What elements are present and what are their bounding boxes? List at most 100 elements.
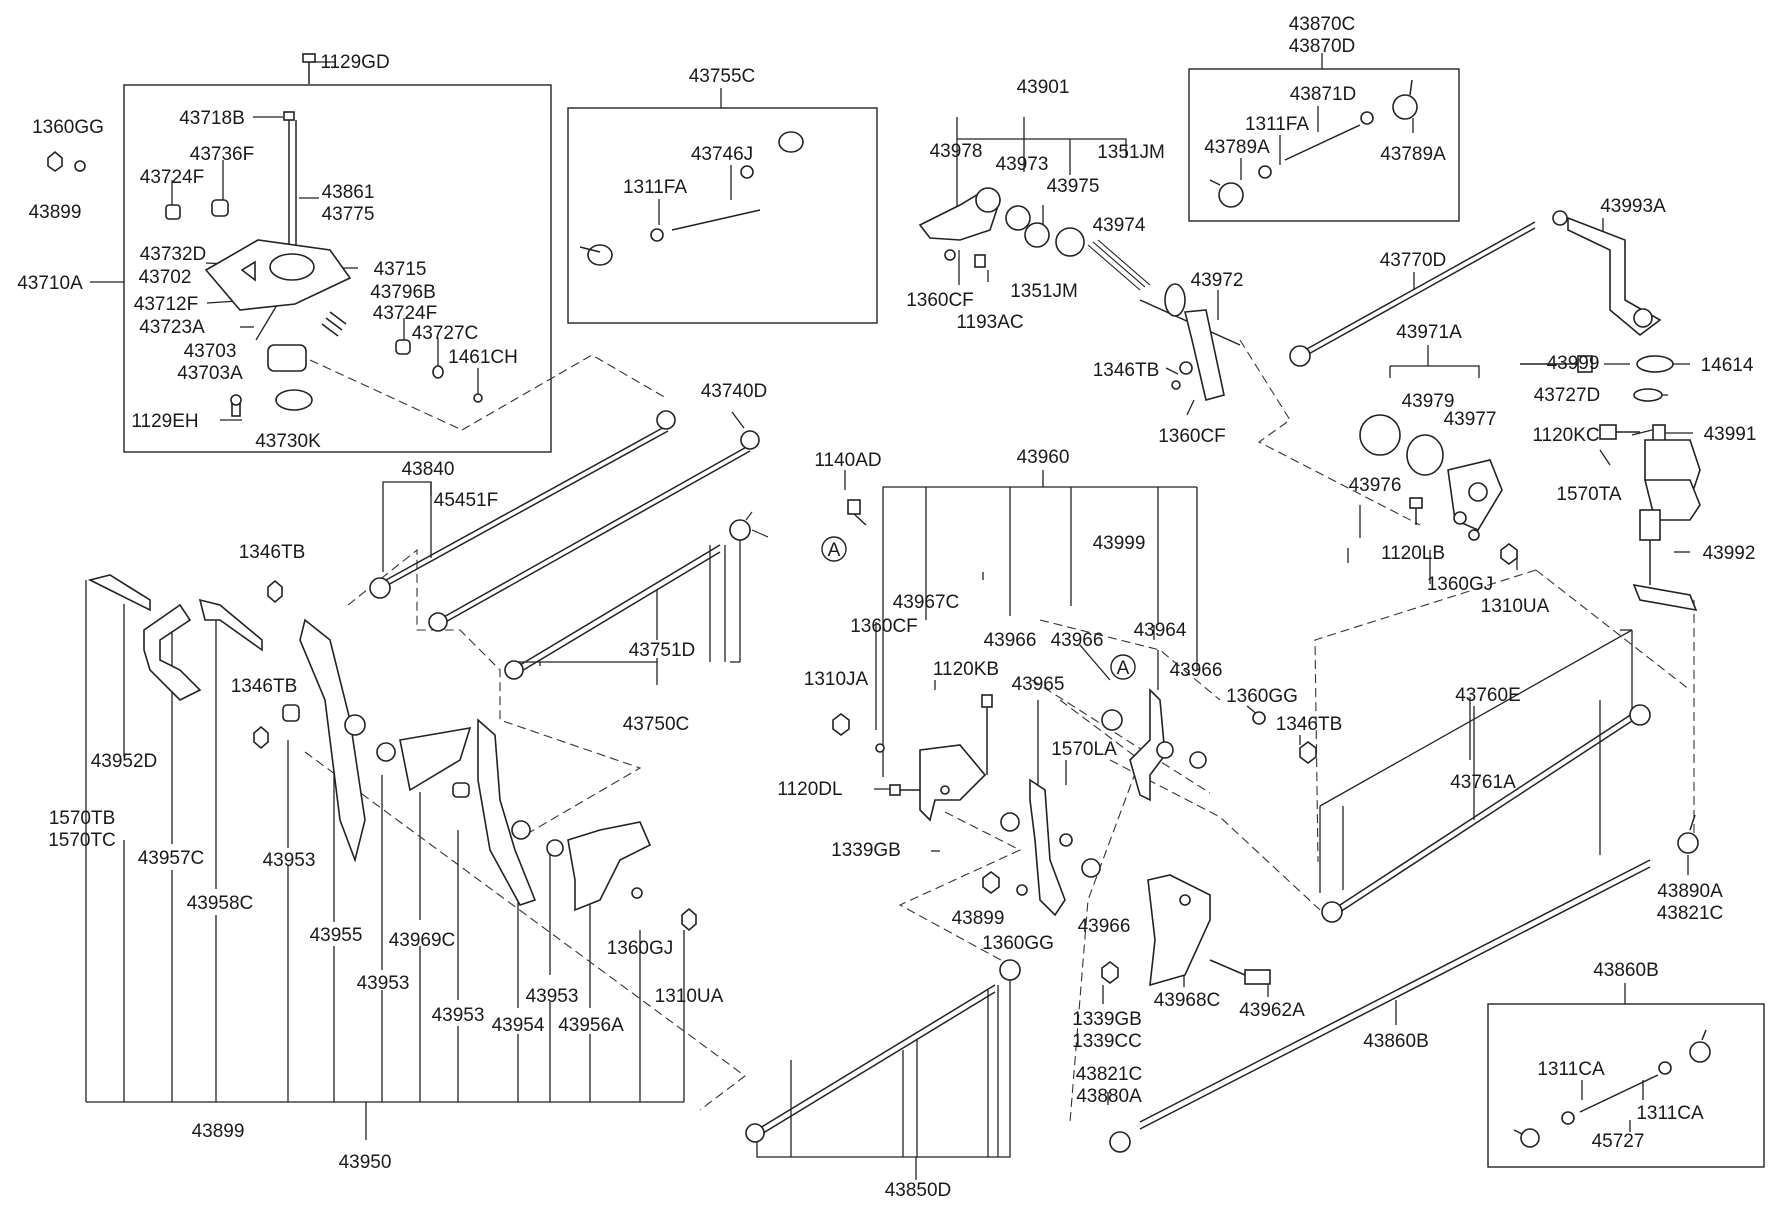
part-label: 43789A — [1380, 144, 1446, 165]
part-label: 43977 — [1444, 409, 1497, 430]
part-label: 43870C — [1289, 14, 1356, 35]
part-label: 43964 — [1134, 620, 1187, 641]
part-label: 43978 — [930, 141, 983, 162]
part-label: 43971A — [1396, 322, 1462, 343]
part-label: 43976 — [1349, 475, 1402, 496]
part-label: 1346TB — [1093, 360, 1160, 381]
part-label: 43899 — [952, 908, 1005, 929]
part-label: 1129GD — [320, 52, 389, 73]
part-label: 43821C — [1657, 903, 1724, 924]
part-label: 43960 — [1017, 447, 1070, 468]
part-label: 1570TB — [49, 808, 116, 829]
part-label: 1339GB — [1072, 1009, 1142, 1030]
part-label: 43760E — [1455, 685, 1521, 706]
part-label: 1310UA — [1481, 596, 1550, 617]
part-label: 1360GJ — [1427, 574, 1494, 595]
part-label: 43710A — [17, 273, 83, 294]
phantom-lines — [304, 339, 1695, 1123]
part-label: 1351JM — [1010, 281, 1078, 302]
part-label: 43775 — [322, 204, 375, 225]
part-label: 43954 — [492, 1015, 545, 1036]
part-label: 43967C — [893, 592, 960, 613]
part-label: 43969C — [389, 930, 456, 951]
part-label: 43715 — [374, 259, 427, 280]
shift-lever-assembly-box — [123, 84, 552, 453]
part-label: 43860B — [1363, 1031, 1429, 1052]
part-label: 1360GG — [982, 933, 1054, 954]
part-label: 43860B — [1593, 960, 1659, 981]
part-label: 43953 — [526, 986, 579, 1007]
part-label: 43755C — [689, 66, 756, 87]
part-label: 43850D — [885, 1180, 952, 1201]
part-label: 43957C — [138, 848, 205, 869]
part-label: 1360CF — [1158, 426, 1226, 447]
part-label: 43870D — [1289, 36, 1356, 57]
part-label: 43821C — [1076, 1064, 1143, 1085]
washer-icon — [74, 160, 86, 172]
part-label: 1120LB — [1381, 543, 1445, 564]
part-label: 43901 — [1017, 77, 1070, 98]
part-label: 43999 — [1547, 353, 1600, 374]
part-label: 43974 — [1093, 215, 1146, 236]
part-label: 43840 — [402, 459, 455, 480]
part-label: 43992 — [1703, 543, 1756, 564]
part-label: 1120KB — [933, 659, 999, 680]
part-label: 43966 — [1051, 630, 1104, 651]
callout-a-circle — [1110, 654, 1136, 680]
leader-lines — [85, 53, 1693, 1180]
part-label: 43965 — [1012, 674, 1065, 695]
callout-a-label: A — [1117, 658, 1130, 679]
part-label: 43718B — [179, 108, 245, 129]
part-label: 1120KC — [1532, 425, 1599, 446]
part-label: 43966 — [1170, 660, 1223, 681]
part-label: 43993A — [1600, 196, 1666, 217]
part-label: 1346TB — [239, 542, 306, 563]
part-label: 14614 — [1701, 355, 1754, 376]
part-label: 1360GG — [1226, 686, 1298, 707]
part-label: 43703A — [177, 363, 243, 384]
part-label: 43966 — [984, 630, 1037, 651]
part-label: 43724F — [373, 303, 437, 324]
part-label: 43746J — [691, 144, 753, 165]
part-label: 1311CA — [1537, 1059, 1605, 1080]
part-label: 1120DL — [777, 779, 842, 800]
part-label: 43899 — [192, 1121, 245, 1142]
part-label: 43973 — [996, 154, 1049, 175]
part-label: 43750C — [623, 714, 690, 735]
part-label: 43736F — [190, 144, 254, 165]
part-label: 43861 — [322, 182, 375, 203]
part-label: 43723A — [139, 317, 205, 338]
part-label: 43899 — [29, 202, 82, 223]
part-label: 43952D — [91, 751, 158, 772]
part-label: 1140AD — [814, 450, 881, 471]
part-label: 1346TB — [231, 676, 298, 697]
part-label: 43730K — [255, 431, 321, 452]
rod-end-kit-box — [1487, 1003, 1765, 1168]
part-label: 43953 — [357, 973, 410, 994]
part-label: 43968C — [1154, 990, 1221, 1011]
part-label: 1311CA — [1636, 1103, 1704, 1124]
part-label: 43761A — [1450, 772, 1516, 793]
part-label: 1311FA — [623, 177, 687, 198]
part-label: 1360CF — [850, 616, 918, 637]
part-label: 43958C — [187, 893, 254, 914]
part-label: 1360GJ — [607, 938, 674, 959]
part-label: 43956A — [558, 1015, 624, 1036]
part-label: 43796B — [370, 282, 436, 303]
part-drawings — [47, 53, 1711, 1153]
part-label: 43975 — [1047, 176, 1100, 197]
part-label: 43703 — [184, 341, 237, 362]
part-label: 43712F — [134, 294, 198, 315]
part-label: 43740D — [701, 381, 768, 402]
part-label: 1310UA — [655, 986, 724, 1007]
part-label: 1461CH — [448, 347, 518, 368]
part-label: 45727 — [1592, 1131, 1645, 1152]
part-label: 1346TB — [1276, 714, 1343, 735]
part-label: 1310JA — [804, 669, 869, 690]
part-label: 43727D — [1534, 385, 1601, 406]
part-label: 43751D — [629, 640, 696, 661]
part-label: 43871D — [1290, 84, 1357, 105]
part-label: 43724F — [140, 167, 204, 188]
part-label: 43999 — [1093, 533, 1146, 554]
part-label: 43953 — [432, 1005, 485, 1026]
